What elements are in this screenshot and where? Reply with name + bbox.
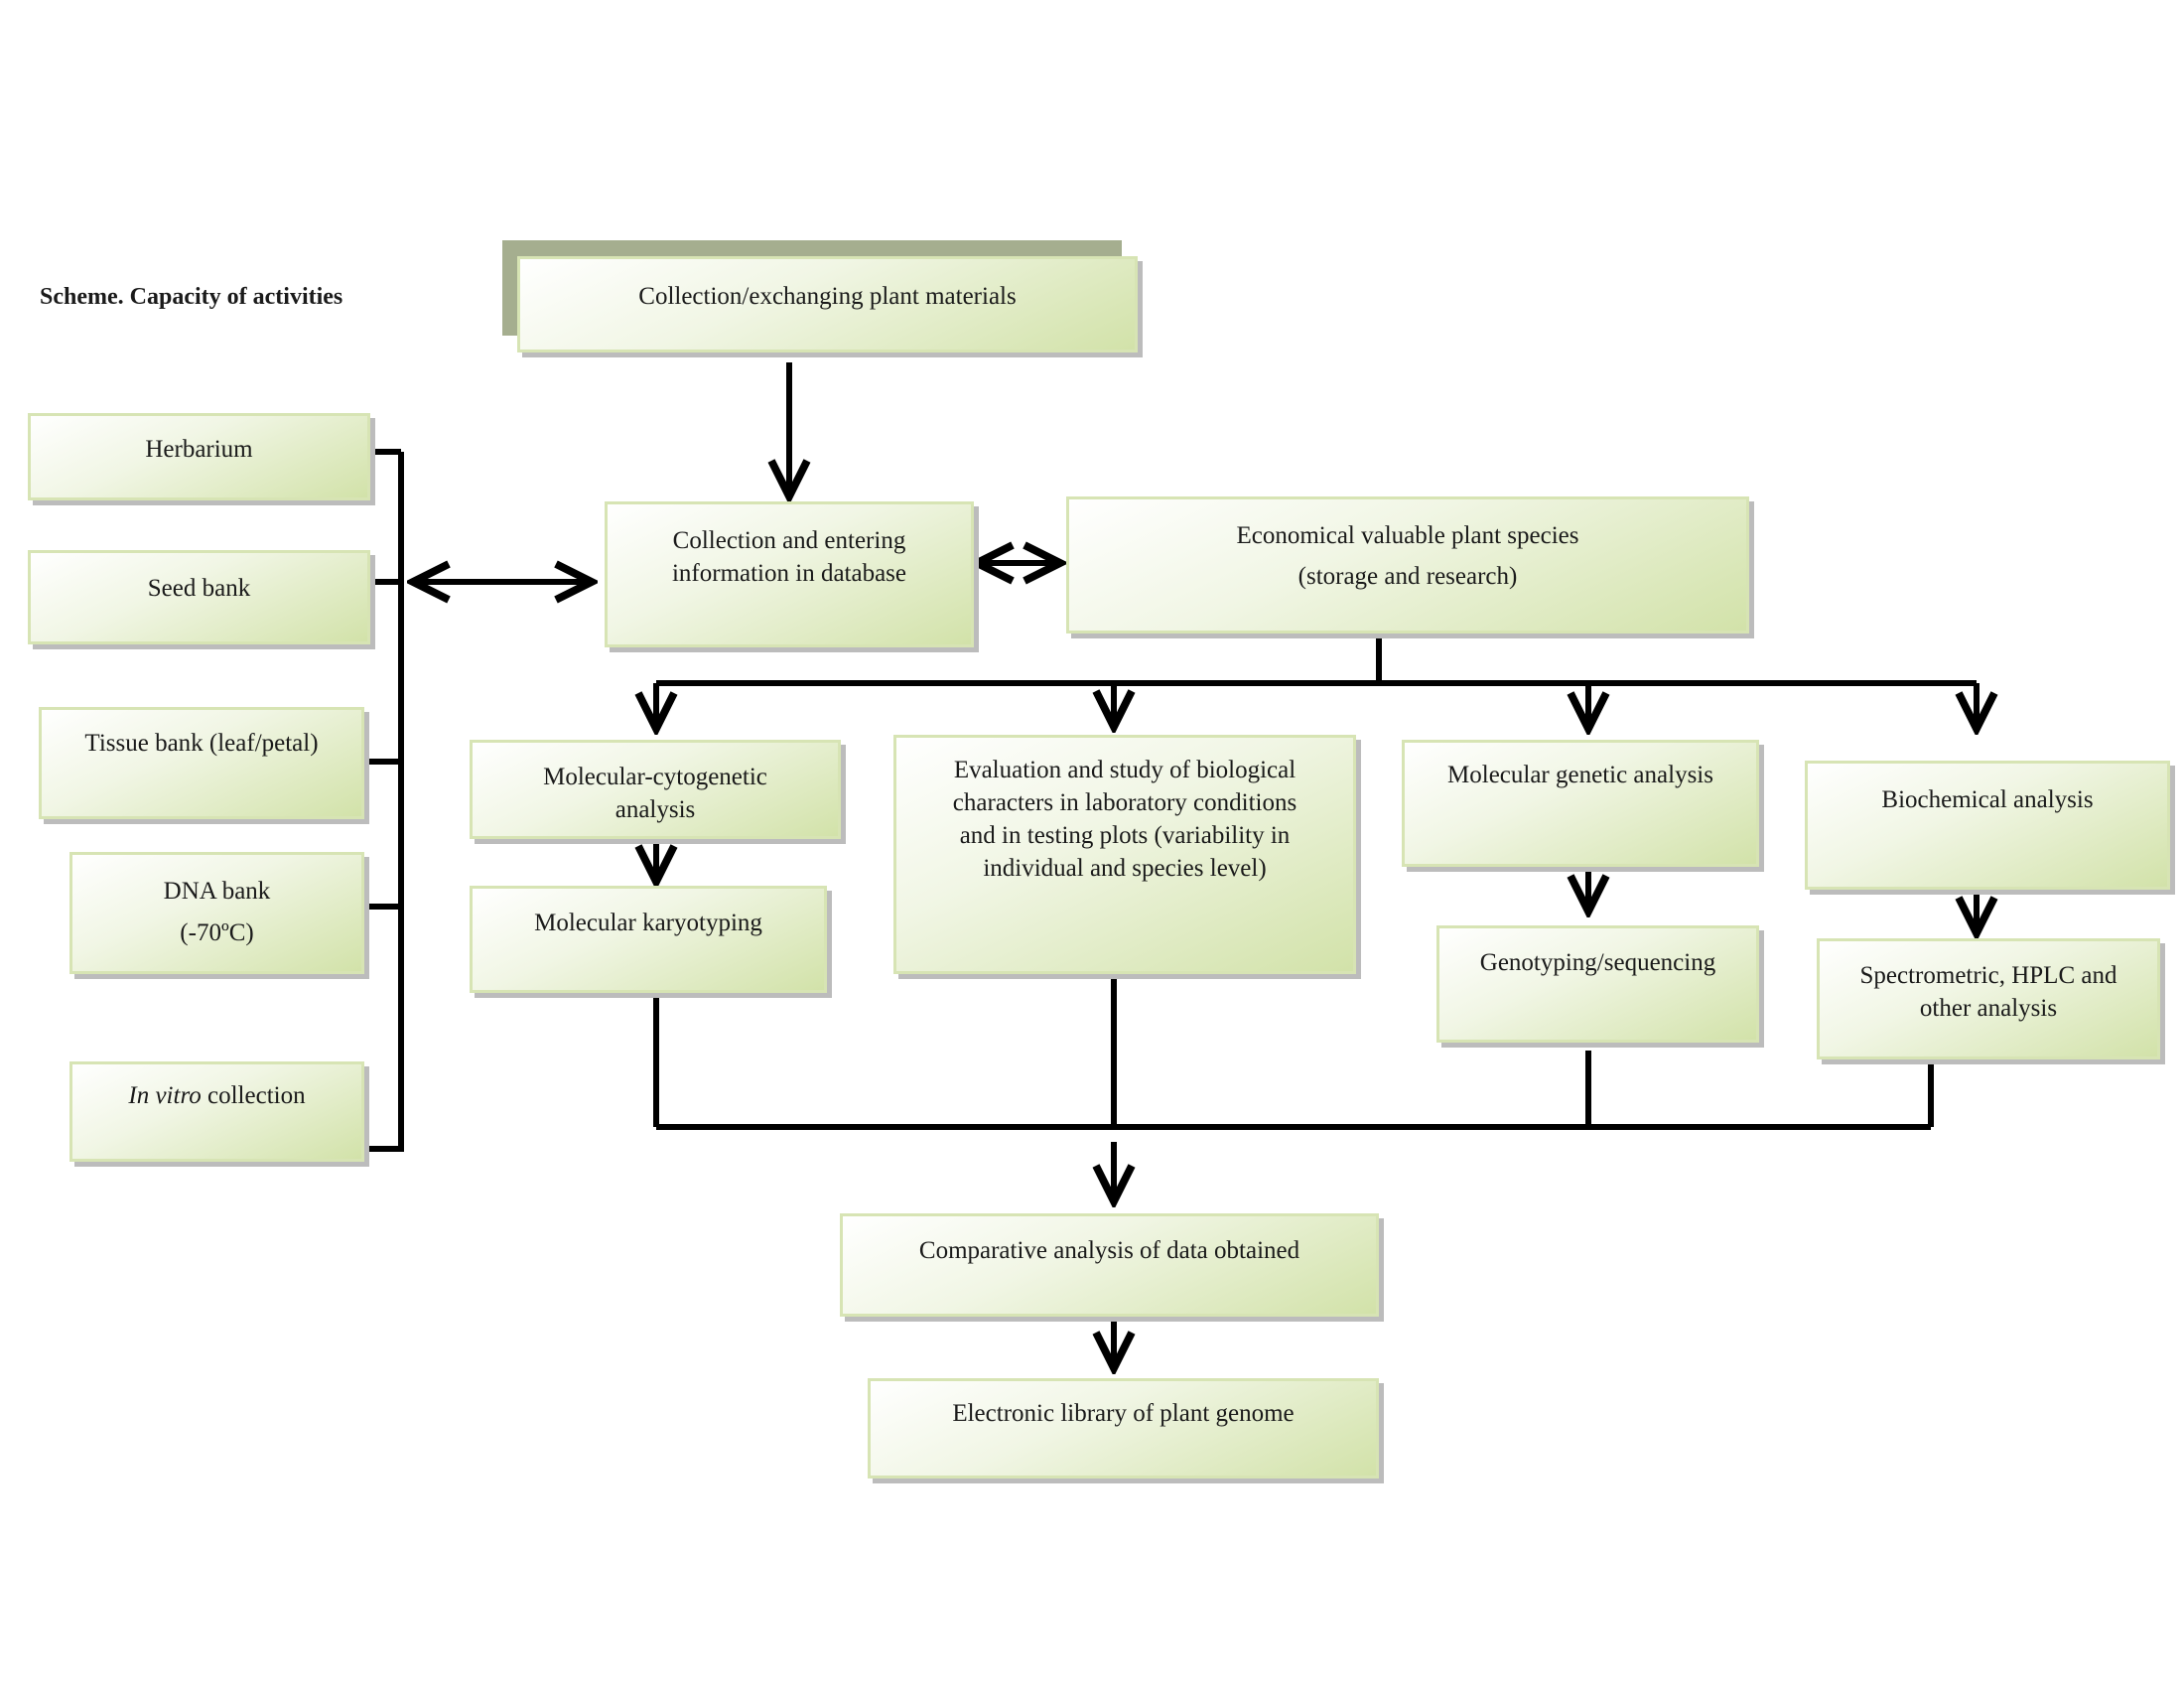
node-molecular-cytogenetic-label: Molecular-cytogenetic analysis [543, 764, 767, 823]
node-in-vitro-collection: In vitro collection [69, 1061, 364, 1162]
diagram-title: Scheme. Capacity of activities [40, 284, 343, 310]
node-in-vitro-italic: In vitro [128, 1082, 202, 1109]
node-dna-bank-line2: (-70ºC) [180, 919, 254, 946]
node-molecular-karyotyping-label: Molecular karyotyping [534, 910, 762, 936]
node-database-label: Collection and entering information in d… [671, 527, 907, 587]
node-dna-bank-line1: DNA bank [163, 878, 271, 905]
node-biochemical-label: Biochemical analysis [1881, 786, 2094, 813]
node-in-vitro-label: In vitro collection [84, 1079, 349, 1112]
node-herbarium-label: Herbarium [145, 436, 253, 463]
node-spectrometric: Spectrometric, HPLC and other analysis [1817, 938, 2160, 1059]
node-molecular-cytogenetic: Molecular-cytogenetic analysis [470, 740, 841, 839]
node-molecular-genetic-label: Molecular genetic analysis [1447, 762, 1713, 788]
node-seed-bank-label: Seed bank [147, 575, 251, 602]
node-comparative-analysis: Comparative analysis of data obtained [840, 1213, 1379, 1317]
node-economical-line2: (storage and research) [1297, 563, 1518, 590]
node-genotyping-sequencing: Genotyping/sequencing [1436, 925, 1759, 1043]
node-evaluation-biological: Evaluation and study of biological chara… [893, 735, 1356, 974]
node-spectrometric-label: Spectrometric, HPLC and other analysis [1859, 962, 2117, 1022]
node-electronic-library-label: Electronic library of plant genome [952, 1400, 1295, 1427]
node-molecular-genetic: Molecular genetic analysis [1402, 740, 1759, 867]
node-herbarium: Herbarium [28, 413, 370, 500]
node-economical-line1: Economical valuable plant species [1236, 522, 1579, 549]
node-molecular-karyotyping: Molecular karyotyping [470, 886, 827, 993]
node-collection-exchanging: Collection/exchanging plant materials [517, 256, 1138, 352]
node-evaluation-label: Evaluation and study of biological chara… [952, 757, 1297, 882]
node-collection-exchanging-label: Collection/exchanging plant materials [638, 283, 1017, 310]
node-economical-species: Economical valuable plant species (stora… [1066, 496, 1749, 633]
node-genotyping-label: Genotyping/sequencing [1479, 949, 1716, 976]
node-seed-bank: Seed bank [28, 550, 370, 644]
node-tissue-bank-label: Tissue bank (leaf/petal) [84, 730, 319, 757]
node-in-vitro-rest: collection [201, 1082, 306, 1109]
node-database: Collection and entering information in d… [605, 501, 974, 647]
node-dna-bank: DNA bank (-70ºC) [69, 852, 364, 974]
node-tissue-bank: Tissue bank (leaf/petal) [39, 707, 364, 819]
node-biochemical: Biochemical analysis [1805, 761, 2170, 890]
node-electronic-library: Electronic library of plant genome [868, 1378, 1379, 1478]
node-comparative-label: Comparative analysis of data obtained [918, 1237, 1300, 1264]
